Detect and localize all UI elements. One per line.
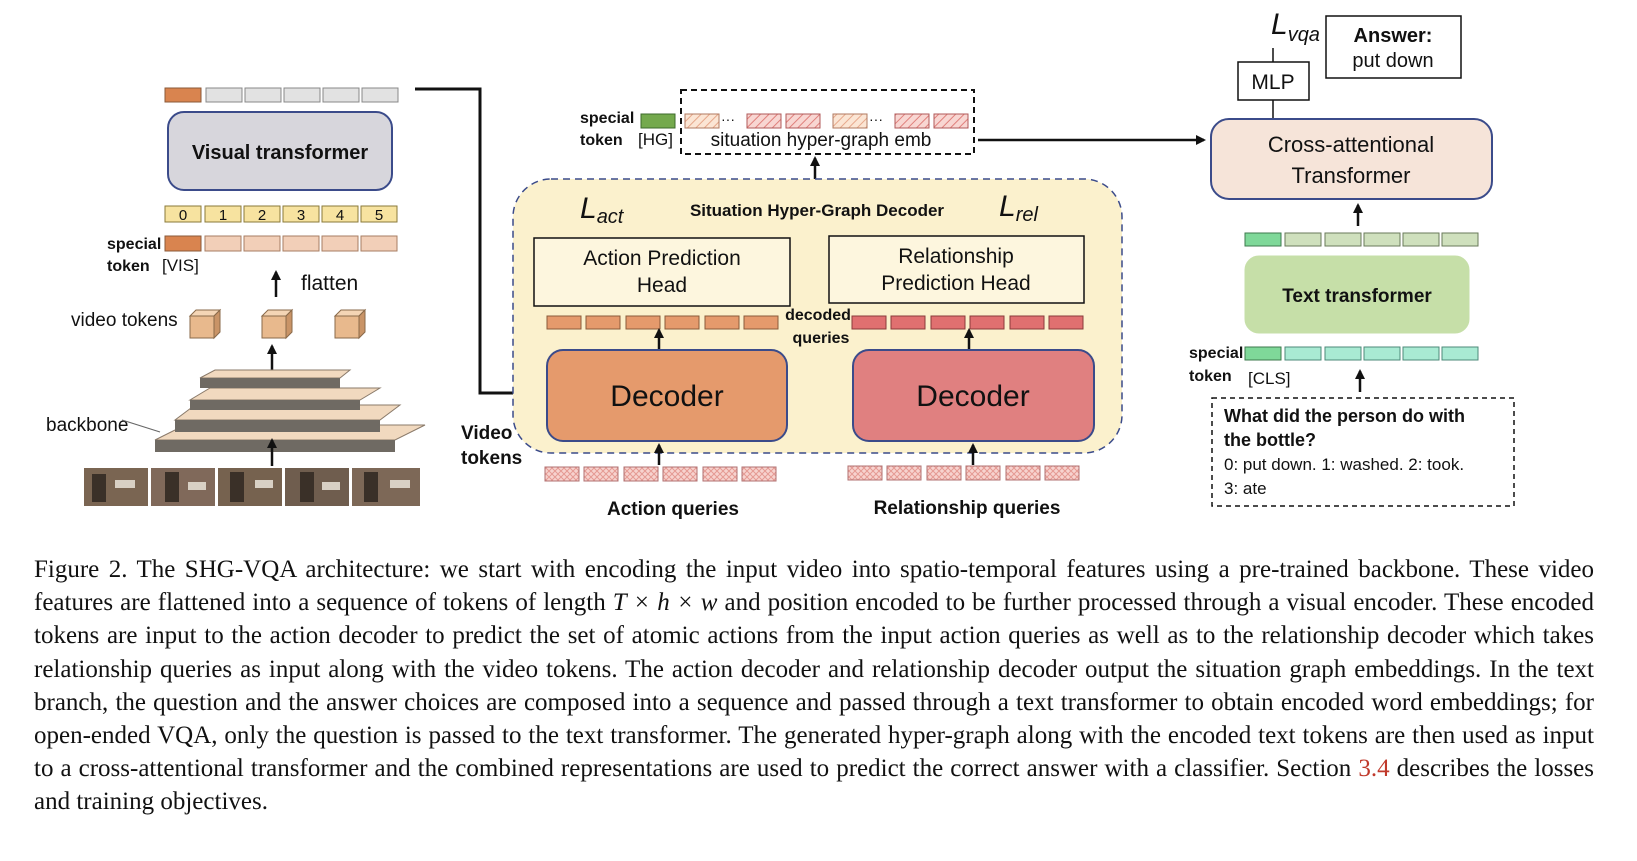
mlp-box (1237, 61, 1310, 101)
visual-transformer-label: Visual transformer (192, 142, 369, 164)
visual-output-tokens (164, 87, 399, 103)
figure-caption: Figure 2. The SHG-VQA architecture: we s… (34, 553, 1594, 819)
hypergraph-box (680, 89, 975, 155)
action-decoded-tokens (546, 315, 779, 330)
text-output-tokens (1244, 232, 1479, 247)
caption-math: T × h × w (612, 589, 718, 617)
position-index-2: 2 (258, 207, 266, 224)
vis-token-label: [VIS] (162, 256, 199, 275)
action-queries-label: Action queries (607, 499, 739, 520)
question-line2: the bottle? (1224, 430, 1316, 450)
caption-part2: and position encoded to be further proce… (34, 589, 1594, 783)
relationship-prediction-head (828, 235, 1085, 304)
backbone-label: backbone (46, 415, 128, 436)
position-index-1: 1 (219, 207, 227, 224)
action-decoder-box (546, 349, 788, 442)
hg-special-label: special (580, 110, 634, 127)
visual-token-label: token (107, 258, 150, 275)
hg-token-label: token (580, 132, 623, 149)
decoder-branch: special token [HG] ··· ··· situation hyp… (461, 89, 1123, 520)
question-line1: What did the person do with (1224, 406, 1465, 426)
visual-special-label: special (107, 236, 161, 253)
decoded-label-line2: queries (793, 330, 850, 347)
action-query-tokens (544, 466, 777, 482)
svg-text:···: ··· (721, 111, 735, 127)
caption-part1: Figure 2. The SHG-VQA architecture: we s… (34, 556, 1594, 617)
decoder-title: Situation Hyper-Graph Decoder (690, 201, 944, 220)
svg-text:···: ··· (869, 111, 883, 127)
cls-token-label: [CLS] (1248, 369, 1291, 388)
video-tokens-label: video tokens (71, 310, 178, 331)
action-head-line2: Head (637, 274, 687, 297)
position-index-5: 5 (375, 207, 383, 224)
video-frames (84, 468, 420, 506)
mlp-label: MLP (1251, 71, 1294, 94)
section-reference-link[interactable]: 3.4 (1358, 755, 1390, 783)
architecture-diagram: Visual transformer 0 1 2 3 4 5 special t (46, 8, 1515, 520)
flatten-label: flatten (301, 272, 358, 295)
hypergraph-emb-label: situation hyper-graph emb (711, 130, 932, 151)
text-token-label: token (1189, 368, 1232, 385)
answer-value: put down (1352, 50, 1433, 72)
cross-attention-box (1210, 118, 1493, 200)
answer-title: Answer: (1354, 25, 1433, 47)
video-tokens-line1: Video (461, 423, 512, 444)
visual-branch: Visual transformer 0 1 2 3 4 5 special t (46, 87, 426, 506)
decoded-label-line1: decoded (785, 307, 851, 324)
caption-part3: describes the losses and training object… (34, 755, 1594, 816)
relationship-query-tokens (847, 465, 1080, 481)
relation-decoder-box (852, 349, 1095, 442)
hg-special-token (640, 113, 676, 129)
video-token-cubes (188, 308, 367, 340)
relationship-queries-label: Relationship queries (874, 498, 1061, 519)
cross-line1: Cross-attentional (1268, 132, 1434, 157)
rel-head-line1: Relationship (898, 245, 1014, 268)
flattened-tokens (164, 235, 398, 252)
position-index-0: 0 (179, 207, 187, 224)
hypergraph-tokens: ··· ··· (684, 111, 969, 129)
cross-line2: Transformer (1292, 163, 1411, 188)
loss-vqa: Lvqa (1271, 8, 1320, 46)
action-decoder-label: Decoder (610, 380, 723, 413)
question-box (1211, 397, 1515, 507)
choices-line2: 3: ate (1224, 479, 1267, 498)
relation-decoder-label: Decoder (916, 380, 1029, 413)
backbone-pyramid (154, 369, 426, 452)
text-transformer-box (1244, 255, 1470, 334)
loss-act: Lact (580, 192, 625, 228)
action-head-line1: Action Prediction (583, 247, 741, 270)
video-tokens-line2: tokens (461, 448, 522, 469)
text-special-label: special (1189, 345, 1243, 362)
visual-transformer-box (167, 111, 393, 191)
loss-rel: Lrel (999, 190, 1038, 226)
position-tokens: 0 1 2 3 4 5 (164, 205, 398, 224)
text-input-tokens (1244, 346, 1479, 361)
choices-line1: 0: put down. 1: washed. 2: took. (1224, 455, 1464, 474)
rel-head-line2: Prediction Head (881, 272, 1030, 295)
text-branch: Lvqa Answer: put down MLP Cross-attentio… (1189, 8, 1515, 507)
hg-token: [HG] (638, 130, 673, 149)
position-index-4: 4 (336, 207, 344, 224)
answer-box (1325, 15, 1462, 79)
action-prediction-head (533, 237, 791, 307)
relation-decoded-tokens (851, 315, 1084, 330)
text-transformer-label: Text transformer (1282, 286, 1432, 307)
position-index-3: 3 (297, 207, 305, 224)
